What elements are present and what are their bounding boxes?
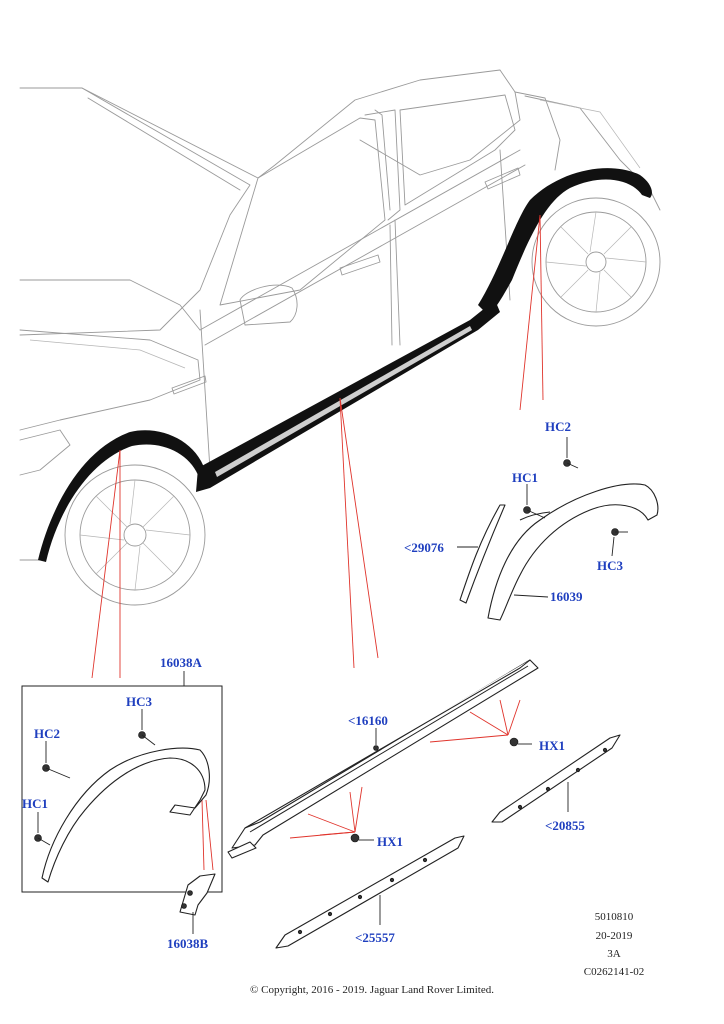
callout-rear-arch[interactable]: 16039 [550, 589, 583, 604]
callout-finisher-rear[interactable]: <20855 [545, 818, 585, 833]
rear-arch-group [457, 437, 659, 621]
reference-block: 5010810 20-2019 3A C0262141-02 [584, 911, 645, 978]
callout-finisher-front[interactable]: <25557 [355, 930, 395, 945]
reference-line-1: 5010810 [595, 911, 634, 923]
front-arch-inset [21, 671, 223, 893]
callout-front-arch-kit[interactable]: 16038A [160, 655, 203, 670]
reference-line-3: 3A [607, 948, 621, 960]
reference-line-4: C0262141-02 [584, 966, 645, 978]
front-finisher-part [275, 835, 465, 949]
callout-labels: HC2 HC1 HC3 <29076 16039 16038A HC3 HC2 … [22, 419, 624, 951]
callout-main-hc3[interactable]: HC3 [597, 558, 624, 573]
callout-inset-hc2[interactable]: HC2 [34, 726, 60, 741]
rear-finisher-part [491, 734, 621, 823]
callout-main-hc1[interactable]: HC1 [512, 470, 538, 485]
callout-front-extension[interactable]: 16038B [167, 936, 209, 951]
callout-sill-fastener-lower[interactable]: HX1 [377, 834, 403, 849]
callout-sill-moulding[interactable]: <16160 [348, 713, 388, 728]
callout-inset-hc1[interactable]: HC1 [22, 796, 48, 811]
callout-sill-fastener-upper[interactable]: HX1 [539, 738, 565, 753]
sill-moulding-part [227, 659, 539, 859]
vehicle-illustration [19, 69, 661, 606]
leader-lines [91, 214, 544, 871]
callout-rear-trim[interactable]: <29076 [404, 540, 444, 555]
highlighted-trim-on-vehicle [38, 168, 652, 562]
front-extension-part [179, 873, 216, 934]
reference-line-2: 20-2019 [596, 930, 633, 942]
callout-inset-hc3[interactable]: HC3 [126, 694, 153, 709]
callout-main-hc2[interactable]: HC2 [545, 419, 571, 434]
copyright-notice: © Copyright, 2016 - 2019. Jaguar Land Ro… [250, 984, 494, 996]
